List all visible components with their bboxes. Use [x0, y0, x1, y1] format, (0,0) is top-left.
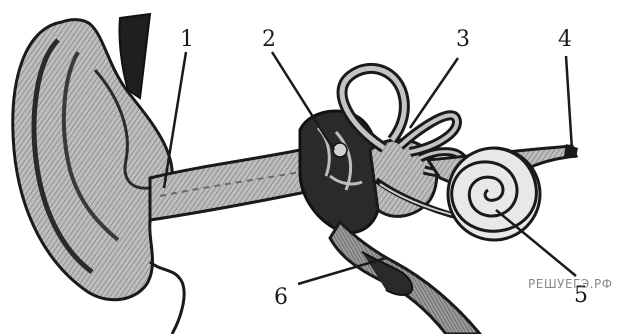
watermark-text: РЕШУЕГЭ.РФ [528, 277, 613, 291]
middle-ear-shape [300, 111, 382, 233]
label-4: 4 [558, 27, 572, 52]
eustachian-tube-shape [330, 222, 480, 334]
label-6: 6 [274, 285, 288, 310]
label-3: 3 [456, 27, 470, 52]
label-1: 1 [180, 27, 194, 52]
ear-canal-shape [150, 150, 306, 220]
cochlea-shape [448, 148, 540, 240]
label-2: 2 [262, 27, 276, 52]
leader-line-1 [164, 52, 186, 188]
leader-line-5 [496, 210, 576, 276]
leader-line-4 [566, 56, 572, 150]
